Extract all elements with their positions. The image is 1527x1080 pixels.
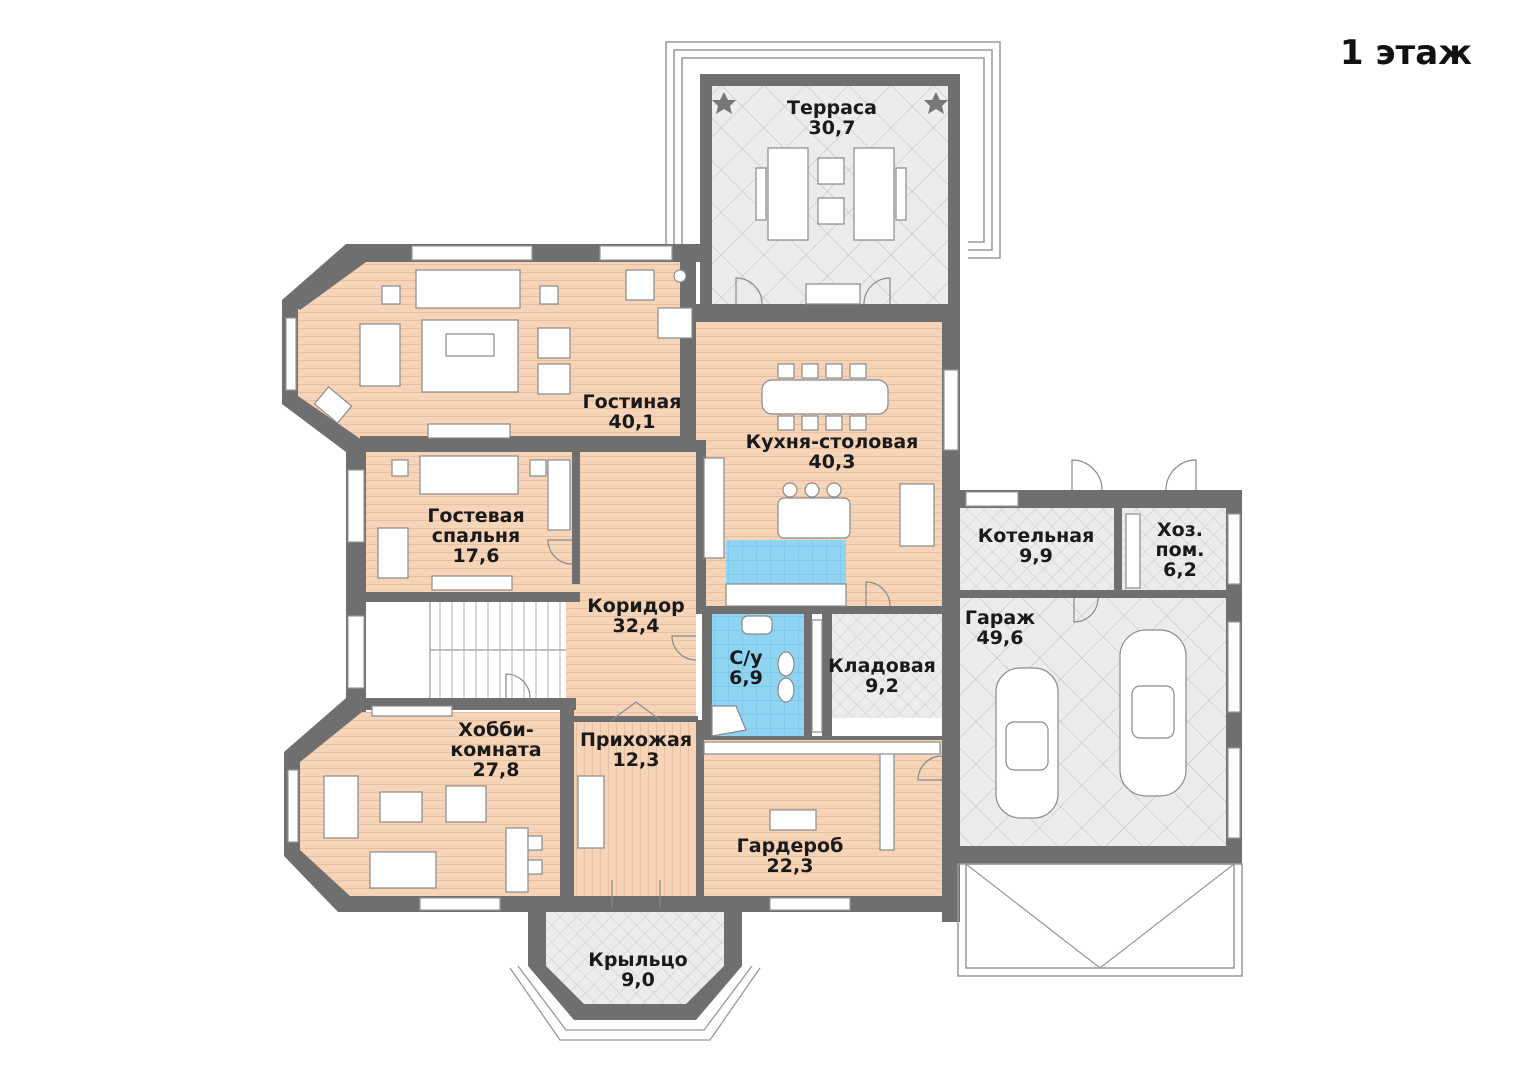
room-name-porch: Крыльцо (588, 949, 687, 971)
room-area-guest: 17,6 (453, 545, 500, 567)
room-name-guest-line1: Гостевая (427, 505, 524, 527)
room-name-terrace: Терраса (787, 97, 877, 119)
room-name-living: Гостиная (583, 391, 682, 413)
room-area-kitchen: 40,3 (809, 451, 856, 473)
coffee-table (445, 333, 495, 357)
room-area-living: 40,1 (609, 411, 656, 433)
terrace-table-2 (817, 197, 845, 225)
room-area-porch: 9,0 (621, 969, 655, 991)
room-name-bath: С/у (729, 647, 763, 669)
room-area-garage: 49,6 (977, 627, 1024, 649)
room-name-pantry: Кладовая (828, 655, 936, 677)
windows (285, 245, 1241, 911)
dining-chair (777, 363, 795, 379)
wardrobe-floor (702, 738, 942, 896)
terrace-planters (712, 92, 948, 114)
kitchen-island (777, 497, 851, 539)
kitchen-tile-floor (726, 540, 846, 584)
room-name-boiler: Котельная (978, 525, 1095, 547)
room-area-utility: 6,2 (1163, 559, 1197, 581)
room-name-utility-line1: Хоз. (1157, 519, 1203, 541)
dining-chair (849, 415, 867, 431)
room-name-hobby-line1: Хобби- (458, 719, 533, 741)
dining-chair (777, 415, 795, 431)
room-name-guest-line2: спальня (432, 525, 520, 547)
room-area-hobby: 27,8 (473, 759, 520, 781)
room-area-pantry: 9,2 (865, 675, 899, 697)
terrace-frame (665, 41, 1001, 300)
floor-title: 1 этаж (1340, 33, 1472, 73)
dining-table (761, 379, 889, 415)
room-area-boiler: 9,9 (1019, 545, 1053, 567)
pantry-floor (832, 612, 942, 718)
boiler-floor (958, 508, 1116, 590)
terrace-sofa-left (767, 147, 809, 241)
living-sofa (415, 269, 521, 309)
dining-chair (825, 363, 843, 379)
hobby-floor (300, 712, 560, 896)
terrace-sofa-right (853, 147, 895, 241)
dining-chair (801, 415, 819, 431)
room-labels: Терраса 30,7 Гостиная 40,1 Кухня-столова… (427, 97, 1204, 991)
room-name-garage: Гараж (965, 607, 1035, 629)
room-name-corridor: Коридор (587, 595, 685, 617)
stairs (429, 602, 566, 698)
room-area-corridor: 32,4 (613, 615, 660, 637)
hall-bench (577, 775, 605, 849)
room-area-hall: 12,3 (613, 749, 660, 771)
terrace-floor (712, 86, 948, 304)
room-name-kitchen: Кухня-столовая (746, 431, 919, 453)
dining-chair (825, 415, 843, 431)
room-area-wardrobe: 22,3 (767, 855, 814, 877)
living-sofa-side (359, 323, 401, 387)
furniture (313, 147, 1187, 893)
room-name-utility-line2: пом. (1156, 539, 1205, 561)
room-name-hall: Прихожая (580, 729, 692, 751)
porch-steps (509, 965, 761, 1041)
terrace-table (817, 157, 845, 185)
room-area-bath: 6,9 (729, 667, 763, 689)
wardrobe-ottoman (769, 809, 817, 831)
dining-chair (849, 363, 867, 379)
porch-floor (546, 908, 724, 1004)
doors (505, 277, 1197, 908)
garage-canopy (957, 863, 1243, 977)
room-name-hobby-line2: комната (450, 739, 541, 761)
room-area-terrace: 30,7 (809, 117, 856, 139)
dining-chair (801, 363, 819, 379)
hobby-sofa (323, 775, 359, 839)
room-name-wardrobe: Гардероб (737, 835, 844, 857)
guest-bed (419, 455, 519, 495)
